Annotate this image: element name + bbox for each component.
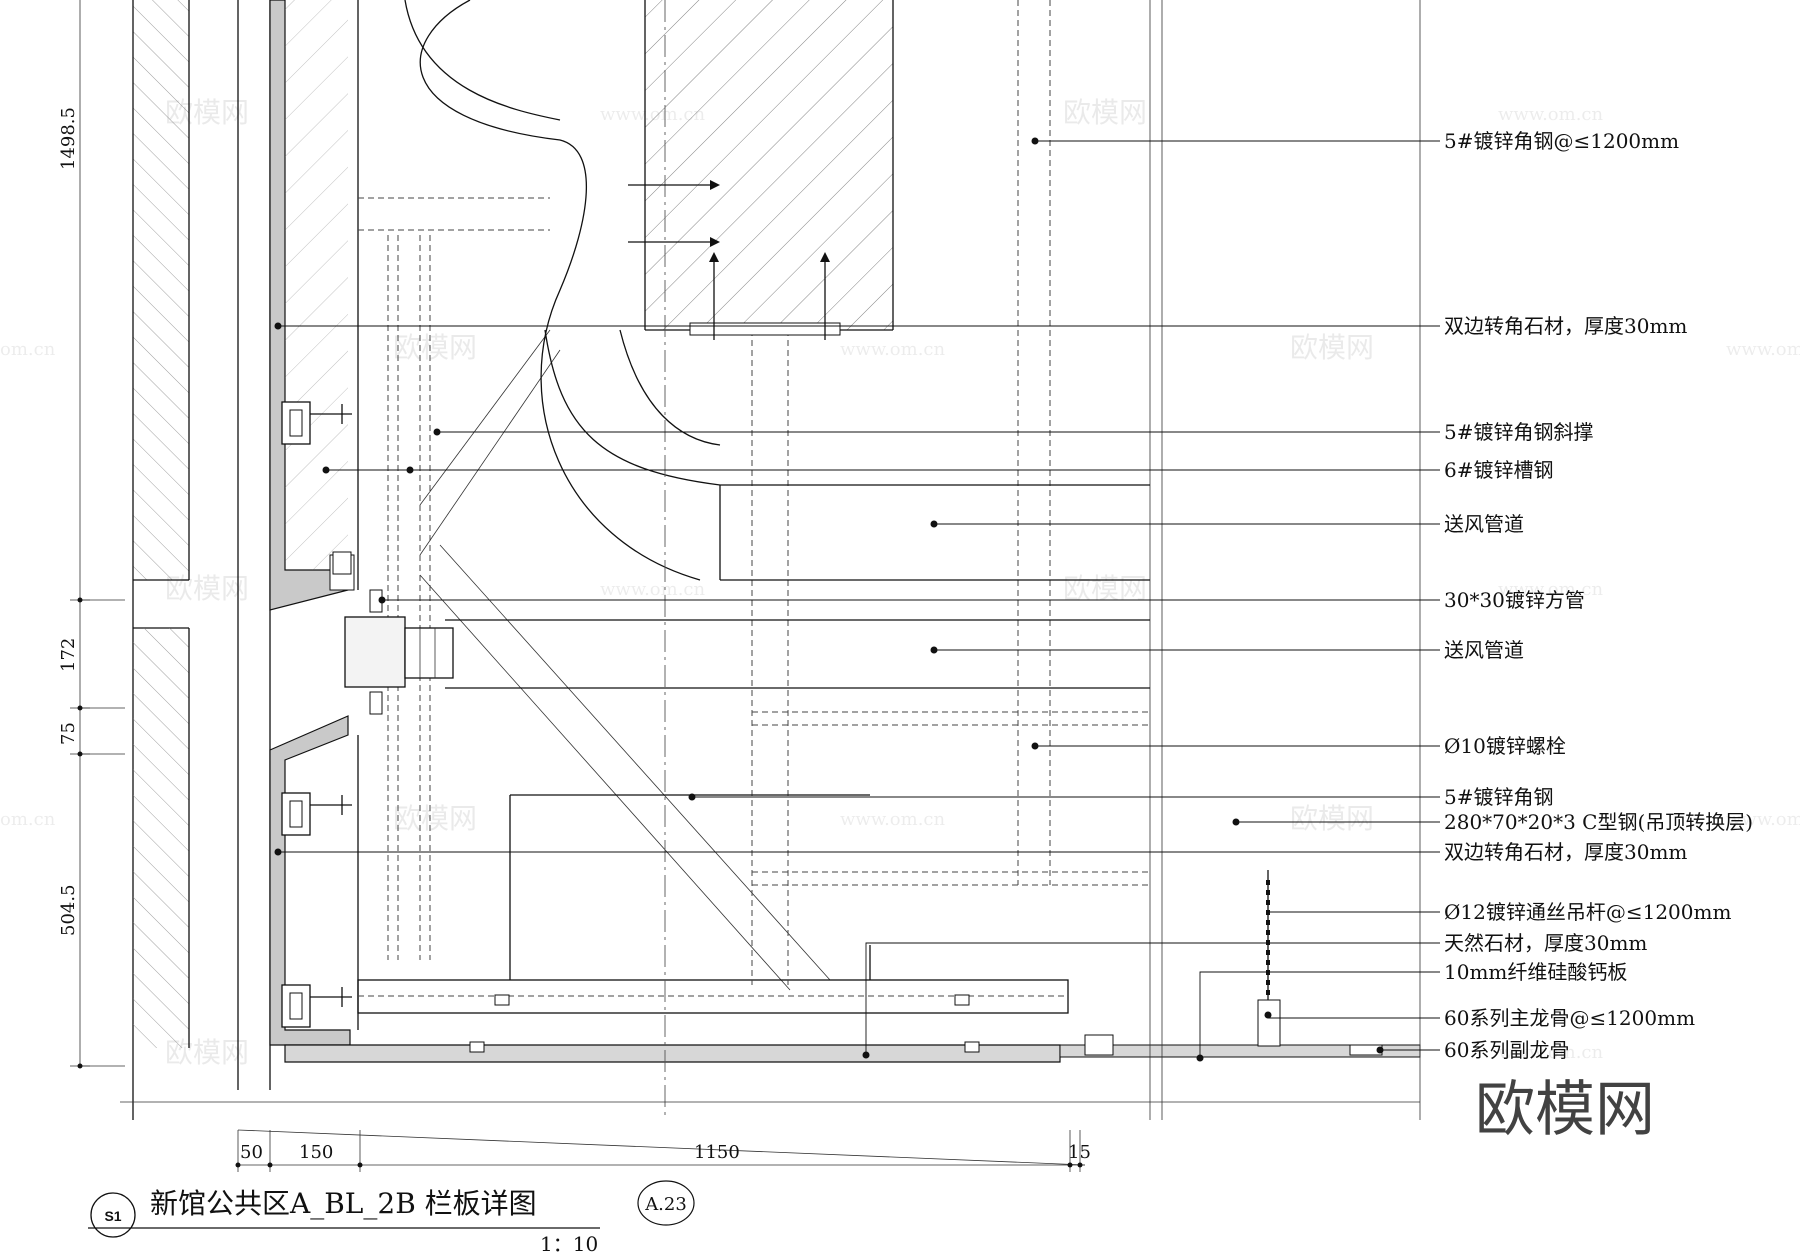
callout-4: 送风管道: [1444, 512, 1524, 536]
callout-0: 5#镀锌角钢@≤1200mm: [1444, 129, 1679, 153]
dim-h-2: 1150: [694, 1142, 740, 1163]
callout-11: Ø12镀锌通丝吊杆@≤1200mm: [1444, 900, 1731, 924]
svg-text:欧模网: 欧模网: [1290, 331, 1374, 364]
svg-text:欧模网: 欧模网: [393, 331, 477, 364]
dim-v-0: 1498.5: [58, 107, 79, 170]
dim-h-0: 50: [240, 1142, 263, 1163]
svg-text:www.om.cn: www.om.cn: [600, 579, 706, 600]
svg-text:www.om.cn: www.om.cn: [1498, 1042, 1604, 1063]
watermark-layer: 欧模网 www.om.cn 欧模网 www.om.cn om.cn 欧模网 ww…: [0, 96, 1800, 1069]
title-block: S1 新馆公共区A_BL_2B 栏板详图 1：10: [88, 1187, 600, 1255]
title-text: 新馆公共区A_BL_2B 栏板详图: [150, 1187, 537, 1220]
svg-text:欧模网: 欧模网: [1063, 96, 1147, 129]
svg-text:www.om.cn: www.om.cn: [1726, 339, 1800, 360]
existing-wall: [132, 0, 271, 1120]
svg-text:www.om.cn: www.om.cn: [840, 809, 946, 830]
callout-8: 5#镀锌角钢: [1444, 785, 1553, 809]
callout-10: 双边转角石材，厚度30mm: [1444, 840, 1687, 864]
callout-labels: 5#镀锌角钢@≤1200mm 双边转角石材，厚度30mm 5#镀锌角钢斜撑 6#…: [1444, 129, 1753, 1062]
callout-14: 60系列主龙骨@≤1200mm: [1444, 1006, 1695, 1030]
callout-15: 60系列副龙骨: [1444, 1038, 1569, 1062]
svg-text:om.cn: om.cn: [0, 339, 56, 360]
svg-text:欧模网: 欧模网: [1063, 572, 1147, 605]
svg-text:欧模网: 欧模网: [1290, 802, 1374, 835]
hanger-rod: [1084, 870, 1383, 1056]
callout-13: 10mm纤维硅酸钙板: [1444, 960, 1627, 984]
callout-2: 5#镀锌角钢斜撑: [1444, 420, 1593, 444]
callout-3: 6#镀锌槽钢: [1444, 458, 1553, 482]
logo-watermark: 欧模网: [1475, 1075, 1655, 1145]
callout-9: 280*70*20*3 C型钢(吊顶转换层): [1444, 810, 1753, 834]
concrete-beam: [644, 0, 894, 336]
svg-text:om.cn: om.cn: [0, 809, 56, 830]
grid-bubble: A.23: [637, 1180, 695, 1226]
leader-lines: [274, 137, 1440, 1062]
svg-text:www.om.cn: www.om.cn: [1726, 809, 1800, 830]
dimension-lines: [70, 0, 1420, 1172]
dim-h-3: 15: [1068, 1142, 1091, 1163]
callout-1: 双边转角石材，厚度30mm: [1444, 314, 1687, 338]
callout-5: 30*30镀锌方管: [1444, 588, 1585, 612]
title-badge: S1: [104, 1208, 121, 1224]
stone-brackets: [281, 401, 352, 1028]
dim-v-3: 504.5: [58, 884, 79, 936]
air-duct: [404, 0, 1150, 1120]
callout-6: 送风管道: [1444, 638, 1524, 662]
anchor-bolts: [469, 180, 980, 1053]
dim-v-1: 172: [58, 638, 79, 672]
dim-v-2: 75: [58, 722, 79, 745]
svg-text:www.om.cn: www.om.cn: [1498, 579, 1604, 600]
svg-text:www.om.cn: www.om.cn: [1498, 104, 1604, 125]
callout-7: Ø10镀锌螺栓: [1444, 734, 1566, 758]
callout-12: 天然石材，厚度30mm: [1444, 931, 1647, 955]
svg-text:欧模网: 欧模网: [393, 802, 477, 835]
dim-h-1: 150: [299, 1142, 333, 1163]
grid-ref: A.23: [644, 1194, 687, 1215]
dimension-labels: 1498.5 172 75 504.5 50 150 1150 15: [58, 107, 1091, 1163]
diffuser: [329, 554, 454, 715]
svg-text:www.om.cn: www.om.cn: [840, 339, 946, 360]
scale-text: 1：10: [540, 1232, 598, 1255]
